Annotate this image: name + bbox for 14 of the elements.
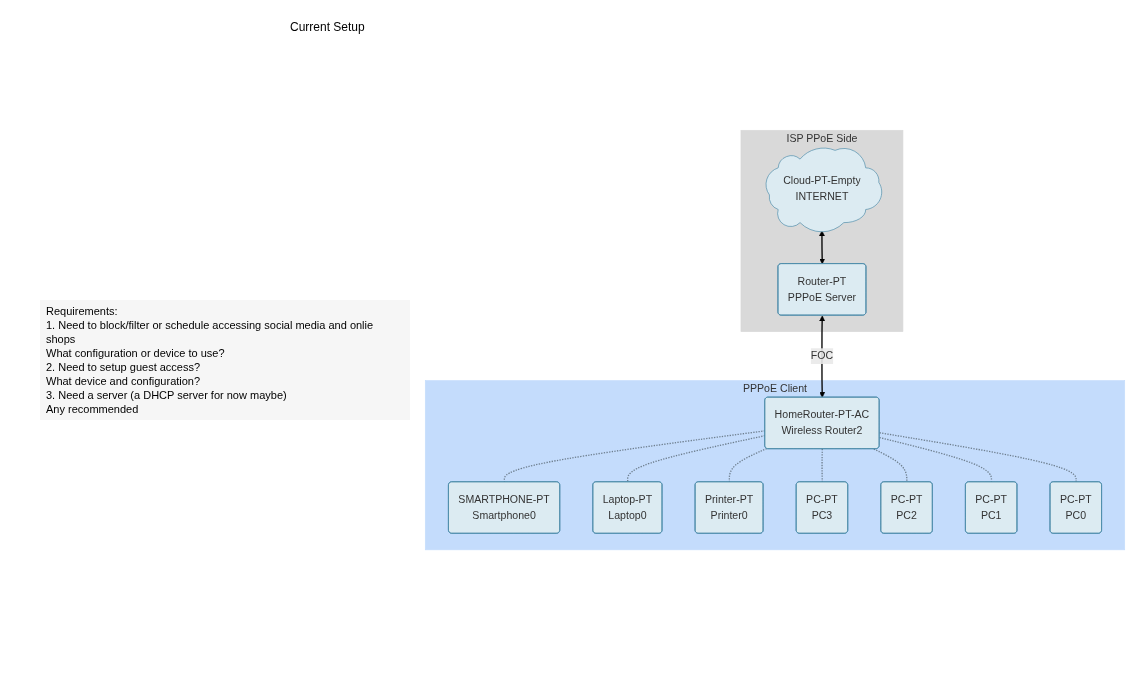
- note-text: What configuration or device to use?: [46, 346, 226, 360]
- note-text: 3. Need a server (a DHCP server for now maybe): [46, 388, 288, 402]
- note-text: Any recommended: [46, 402, 140, 416]
- note-text: What device and configuration?: [46, 374, 202, 388]
- note-text: 1. Need to block/filter or schedule accessing social media and onlie shops: [46, 318, 375, 346]
- arrow: [819, 230, 826, 265]
- edge-label: FOC: [810, 350, 834, 362]
- connector: [873, 448, 908, 483]
- note-text: Requirements:: [46, 304, 119, 318]
- note-text: 2. Need to setup guest access?: [46, 360, 202, 374]
- connector: [627, 434, 766, 483]
- diagram-title: Current Setup: [290, 20, 365, 34]
- connector: [503, 430, 766, 483]
- arrow: [819, 315, 826, 398]
